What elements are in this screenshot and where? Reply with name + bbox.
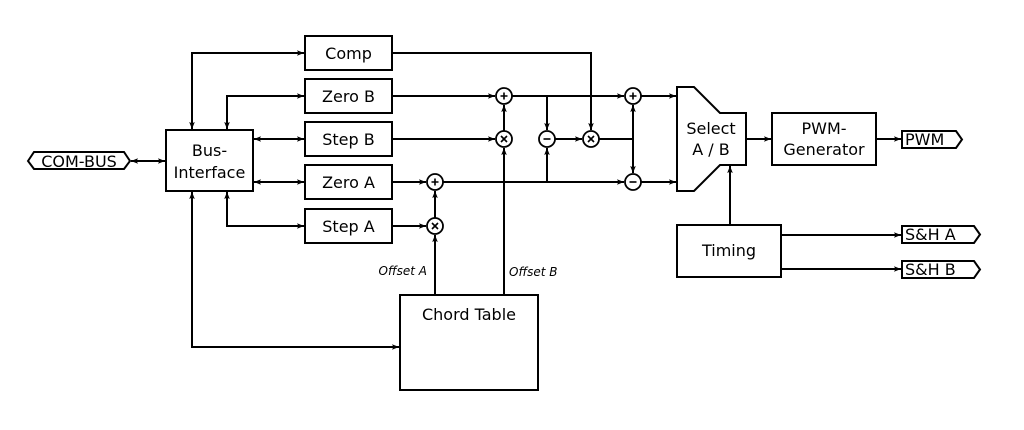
plus-icon [629,92,637,100]
select-label-2: A / B [692,140,729,159]
zero-b-label: Zero B [322,87,375,106]
pwm-port-label: PWM [905,130,944,149]
chord-table-block: Chord Table [399,294,539,391]
wires [131,50,901,350]
times-icon [500,135,508,143]
adder-a [426,173,444,191]
bus-interface-label-1: Bus- [192,141,227,160]
pwm-generator-label-1: PWM- [801,119,846,138]
comp-label: Comp [325,44,372,63]
wire-bus-stepa [224,192,304,229]
zero-a-label: Zero A [322,173,375,192]
bus-interface-block: Bus- Interface [165,129,254,192]
sh-a-port: S&H A [901,225,982,244]
step-a-block: Step A [304,208,393,244]
timing-label: Timing [701,241,756,260]
multiplier-comp [582,130,600,148]
step-b-block: Step B [304,121,393,157]
pwm-generator-block: PWM- Generator [771,112,877,166]
wire-comp-mul2 [392,52,594,130]
pwm-generator-label-2: Generator [783,140,865,159]
adder-b [495,87,513,105]
step-b-label: Step B [322,130,375,149]
comp-block: Comp [304,35,393,71]
times-icon [431,222,439,230]
timing-block: Timing [676,224,782,278]
zero-b-block: Zero B [304,78,393,114]
subtractor-out [624,173,642,191]
sh-b-port-label: S&H B [905,260,956,279]
select-label-1: Select [686,119,735,138]
sh-a-port-label: S&H A [905,225,956,244]
sh-b-port: S&H B [901,260,982,279]
offset-a-label: Offset A [379,264,427,278]
offset-b-label: Offset B [509,265,558,279]
step-a-label: Step A [322,217,375,236]
wire-bus-comp [189,50,304,129]
plus-icon [431,178,439,186]
multiplier-a [426,217,444,235]
wire-bus-zerob [224,93,304,129]
bus-interface-label-2: Interface [174,163,246,182]
multiplier-b [495,130,513,148]
com-bus-label: COM-BUS [41,152,117,171]
chord-table-label: Chord Table [422,305,516,324]
zero-a-block: Zero A [304,164,393,200]
times-icon [587,135,595,143]
select-block: Select A / B [676,86,747,192]
plus-icon [500,92,508,100]
subtractor-diff [538,130,556,148]
com-bus-port: COM-BUS [26,151,132,171]
adder-out [624,87,642,105]
wire-bus-chord [189,192,399,350]
pwm-port: PWM [901,130,964,149]
